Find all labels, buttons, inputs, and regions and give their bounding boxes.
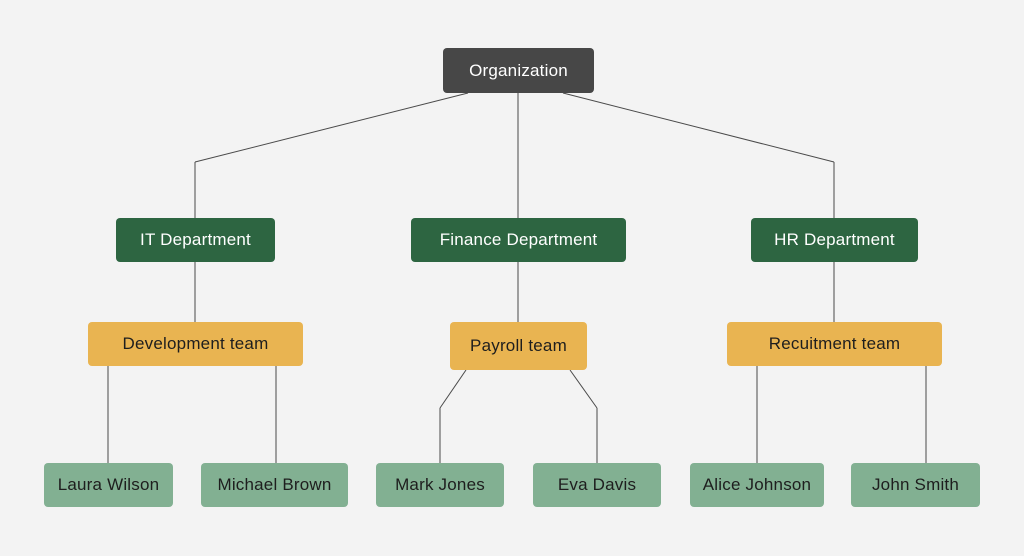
person-node-mark-jones: Mark Jones (376, 463, 504, 507)
person-node-michael-brown: Michael Brown (201, 463, 348, 507)
connector-root-hr (562, 92, 835, 163)
org-root-node: Organization (443, 48, 594, 93)
dept-node-hr: HR Department (751, 218, 918, 262)
team-node-recruitment: Recuitment team (727, 322, 942, 366)
connector-root-it (194, 92, 469, 163)
team-node-payroll: Payroll team (450, 322, 587, 370)
connector-team-eva (569, 369, 598, 409)
dept-node-finance: Finance Department (411, 218, 626, 262)
person-node-eva-davis: Eva Davis (533, 463, 661, 507)
person-node-john-smith: John Smith (851, 463, 980, 507)
connector-team-mark (439, 369, 467, 409)
dept-node-it: IT Department (116, 218, 275, 262)
person-node-laura-wilson: Laura Wilson (44, 463, 173, 507)
team-node-development: Development team (88, 322, 303, 366)
person-node-alice-johnson: Alice Johnson (690, 463, 824, 507)
